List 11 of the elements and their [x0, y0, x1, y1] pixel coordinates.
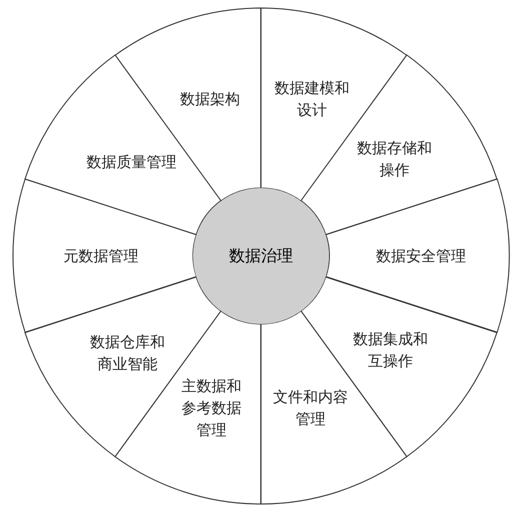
segment-label: 数据安全管理 [376, 246, 466, 267]
segment-label: 数据仓库和商业智能 [88, 332, 166, 375]
segment-label: 数据架构 [180, 89, 240, 110]
segment-label: 文件和内容管理 [272, 387, 349, 430]
segment-label: 主数据和参考数据管理 [180, 376, 243, 442]
segment-label: 数据存储和操作 [356, 138, 433, 181]
center-label: 数据治理 [229, 246, 293, 266]
segment-label: 元数据管理 [64, 246, 138, 267]
segment-label: 数据质量管理 [86, 152, 177, 173]
segment-label: 数据集成和互操作 [352, 329, 429, 372]
segment-label: 数据建模和设计 [273, 78, 350, 122]
